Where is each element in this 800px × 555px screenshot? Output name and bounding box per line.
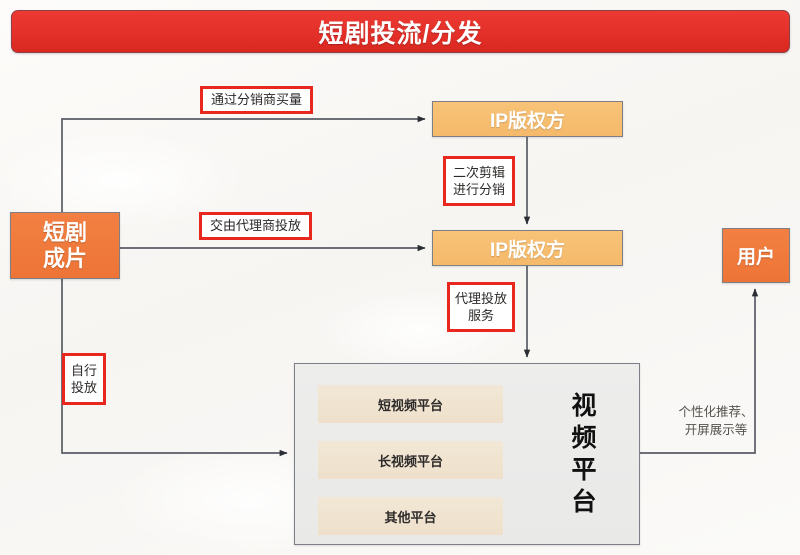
annotation-agency-service-line2: 服务 [467,308,494,323]
annotation-self-delivery-line2: 投放 [70,380,97,395]
node-source-label: 短剧 成片 [43,220,87,271]
annotation-re-edit-distribute-text: 二次剪辑 进行分销 [453,164,505,198]
platform-item-long-video[interactable]: 长视频平台 [318,441,503,479]
platform-item-short-video[interactable]: 短视频平台 [318,385,503,423]
annotation-self-delivery-line1: 自行 [70,362,97,378]
platform-item-other-label: 其他平台 [384,509,437,525]
node-user-label: 用户 [736,247,775,268]
node-ip-owner-top-label: IP版权方 [490,110,565,132]
annotation-recommendation-line2: 开屏展示等 [684,423,748,438]
annotation-agency-service-line1: 代理投放 [454,290,507,306]
node-user[interactable]: 用户 [722,228,790,283]
annotation-agency-service-text: 代理投放 服务 [455,290,507,324]
annotation-re-edit-distribute: 二次剪辑 进行分销 [443,156,515,206]
annotation-self-delivery-text: 自行 投放 [71,362,97,396]
page-title: 短剧投流/分发 [318,19,483,48]
annotation-via-agency: 交由代理商投放 [199,212,312,240]
platform-item-other[interactable]: 其他平台 [318,497,503,535]
page-title-banner: 短剧投流/分发 [11,10,790,53]
annotation-self-delivery: 自行 投放 [62,353,106,405]
platform-vertical-label: 视频平台 [571,392,597,516]
platform-item-short-video-label: 短视频平台 [377,397,443,413]
node-ip-owner-mid[interactable]: IP版权方 [432,230,623,266]
annotation-agency-service: 代理投放 服务 [447,282,515,332]
annotation-re-edit-line2: 进行分销 [452,182,505,197]
annotation-via-agency-text: 交由代理商投放 [209,218,301,234]
node-short-drama-master[interactable]: 短剧 成片 [10,212,120,279]
annotation-recommendation-line1: 个性化推荐、 [678,405,754,419]
annotation-re-edit-line1: 二次剪辑 [452,164,505,180]
annotation-recommendation: 个性化推荐、 开屏展示等 [660,403,772,439]
node-source-line2: 成片 [42,245,87,271]
annotation-via-distributor: 通过分销商买量 [200,86,313,114]
platform-item-long-video-label: 长视频平台 [377,453,443,469]
node-video-platform[interactable]: 短视频平台 长视频平台 其他平台 视频平台 [294,363,640,545]
annotation-via-distributor-text: 通过分销商买量 [210,92,302,108]
node-ip-owner-top[interactable]: IP版权方 [432,101,623,137]
node-source-line1: 短剧 [42,220,87,246]
node-ip-owner-mid-label: IP版权方 [490,239,565,261]
